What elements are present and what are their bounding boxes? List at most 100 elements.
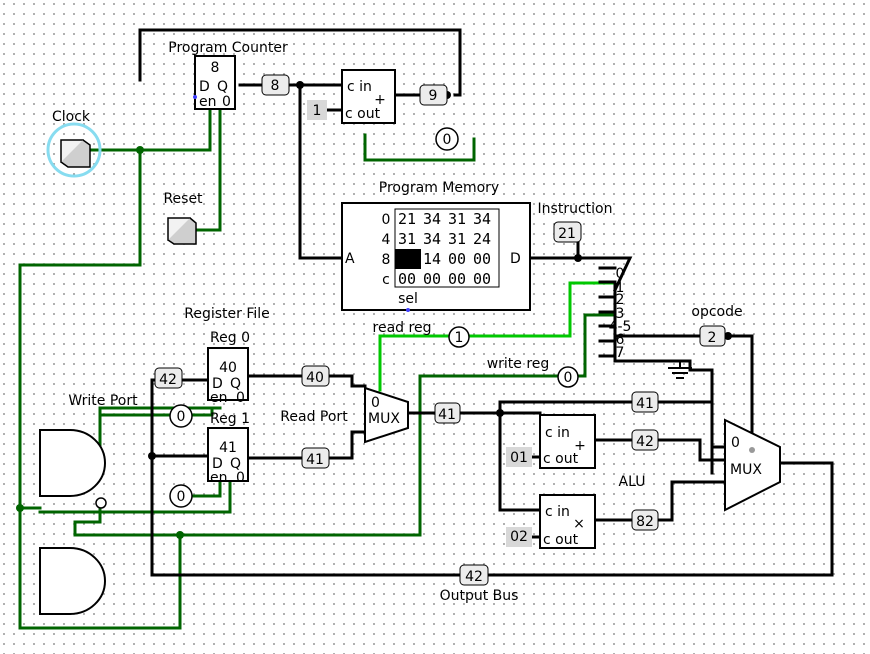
svg-text:D: D bbox=[199, 79, 210, 95]
svg-text:D: D bbox=[212, 456, 223, 472]
reset-label: Reset bbox=[163, 191, 203, 207]
reset-input[interactable] bbox=[167, 217, 197, 245]
svg-text:c out: c out bbox=[345, 106, 381, 122]
and-gate-write-enable[interactable] bbox=[39, 429, 107, 509]
svg-text:en: en bbox=[199, 94, 217, 110]
write-reg-label: write reg bbox=[487, 356, 550, 372]
memory-address-label: 8 bbox=[382, 252, 391, 268]
svg-text:sel: sel bbox=[398, 291, 418, 307]
probe-reg0-data: 42 bbox=[154, 367, 183, 389]
splitter-bit-label: 2 bbox=[616, 292, 625, 308]
pc-adder[interactable]: c in c out + bbox=[341, 69, 396, 124]
svg-text:MUX: MUX bbox=[730, 462, 762, 478]
clock-input[interactable] bbox=[46, 122, 102, 178]
register-0[interactable]: 40 D Q en 0 bbox=[207, 347, 249, 406]
memory-address-label: c bbox=[382, 272, 390, 288]
memory-byte: 14 bbox=[423, 250, 441, 268]
constant-reg1-enable: 0 bbox=[169, 484, 193, 508]
splitter-bit-label: 0 bbox=[616, 266, 625, 282]
svg-text:0: 0 bbox=[443, 132, 452, 148]
low-wires bbox=[18, 98, 617, 630]
register-1[interactable]: 41 D Q en 0 bbox=[207, 427, 249, 486]
svg-text:8: 8 bbox=[211, 60, 220, 76]
bus-wires bbox=[138, 28, 834, 577]
svg-text:9: 9 bbox=[429, 88, 438, 104]
svg-text:0: 0 bbox=[731, 435, 740, 451]
memory-highlight bbox=[395, 249, 421, 269]
read-reg-label: read reg bbox=[373, 320, 432, 336]
program-counter-register[interactable]: 8 D Q en 0 bbox=[193, 55, 236, 110]
svg-text:Q: Q bbox=[230, 456, 241, 472]
svg-text:0: 0 bbox=[222, 94, 231, 110]
read-port-label: Read Port bbox=[280, 409, 348, 425]
memory-byte: 00 bbox=[398, 270, 416, 288]
svg-text:41: 41 bbox=[219, 440, 237, 456]
and-gate-write-select[interactable] bbox=[39, 547, 106, 615]
svg-text:c in: c in bbox=[545, 425, 570, 441]
splitter-bit-label: 4-5 bbox=[609, 319, 632, 335]
svg-text:en: en bbox=[210, 390, 228, 406]
memory-byte: 34 bbox=[473, 210, 491, 228]
svg-text:c out: c out bbox=[543, 451, 579, 467]
probe-mux-out: 41 bbox=[434, 402, 461, 424]
ground-symbol bbox=[668, 362, 692, 379]
probe-alu-passthrough: 41 bbox=[631, 391, 659, 413]
constant-carry-in: 0 bbox=[435, 127, 459, 151]
probe-pc-next: 9 bbox=[419, 84, 448, 106]
reg0-label: Reg 0 bbox=[210, 330, 250, 346]
memory-byte: 31 bbox=[448, 230, 466, 248]
memory-byte: 34 bbox=[423, 230, 441, 248]
probe-opcode: 2 bbox=[699, 325, 726, 347]
svg-text:+: + bbox=[574, 438, 586, 454]
alu-adder[interactable]: c in c out + bbox=[539, 414, 596, 469]
memory-byte: 00 bbox=[448, 250, 466, 268]
svg-text:01: 01 bbox=[510, 450, 528, 466]
alu-label: ALU bbox=[619, 474, 646, 490]
svg-text:Q: Q bbox=[217, 79, 228, 95]
junction-dots-green bbox=[16, 146, 184, 539]
svg-text:Q: Q bbox=[230, 376, 241, 392]
high-wires bbox=[378, 281, 617, 392]
write-port-label: Write Port bbox=[68, 393, 138, 409]
probe-reg1-out: 41 bbox=[301, 447, 330, 469]
probe-reg0-out: 40 bbox=[301, 365, 330, 387]
svg-text:0: 0 bbox=[236, 470, 245, 486]
alu-output-mux[interactable]: 0 MUX bbox=[724, 418, 781, 512]
memory-byte: 00 bbox=[448, 270, 466, 288]
read-port-mux[interactable]: 0 MUX bbox=[364, 386, 409, 444]
svg-text:0: 0 bbox=[177, 409, 186, 425]
memory-byte: 31 bbox=[398, 230, 416, 248]
svg-text:82: 82 bbox=[636, 514, 654, 530]
probe-pc-out: 8 bbox=[261, 74, 290, 96]
probe-output-bus: 42 bbox=[459, 564, 489, 586]
svg-text:21: 21 bbox=[558, 226, 576, 242]
svg-text:40: 40 bbox=[219, 360, 237, 376]
svg-text:×: × bbox=[573, 516, 585, 532]
svg-text:c in: c in bbox=[347, 79, 372, 95]
program-memory-label: Program Memory bbox=[379, 180, 499, 196]
svg-text:2: 2 bbox=[708, 330, 717, 346]
opcode-label: opcode bbox=[691, 304, 742, 320]
output-bus-label: Output Bus bbox=[440, 588, 519, 604]
clock-label: Clock bbox=[52, 109, 91, 125]
constant-01: 01 bbox=[506, 447, 532, 467]
memory-byte: 24 bbox=[473, 230, 491, 248]
splitter-bit-label: 3 bbox=[616, 306, 625, 322]
memory-byte: 00 bbox=[473, 270, 491, 288]
svg-text:8: 8 bbox=[271, 78, 280, 94]
svg-text:42: 42 bbox=[159, 372, 177, 388]
svg-text:0: 0 bbox=[236, 390, 245, 406]
svg-text:41: 41 bbox=[636, 396, 654, 412]
alu-multiplier[interactable]: c in c out × bbox=[539, 494, 596, 549]
memory-byte: 21 bbox=[398, 250, 416, 268]
register-file-label: Register File bbox=[184, 306, 270, 322]
probe-instruction: 21 bbox=[553, 221, 582, 243]
svg-text:1: 1 bbox=[455, 330, 464, 346]
probe-write-reg: 0 bbox=[557, 366, 579, 388]
memory-byte: 00 bbox=[473, 250, 491, 268]
program-counter-label: Program Counter bbox=[168, 40, 288, 56]
